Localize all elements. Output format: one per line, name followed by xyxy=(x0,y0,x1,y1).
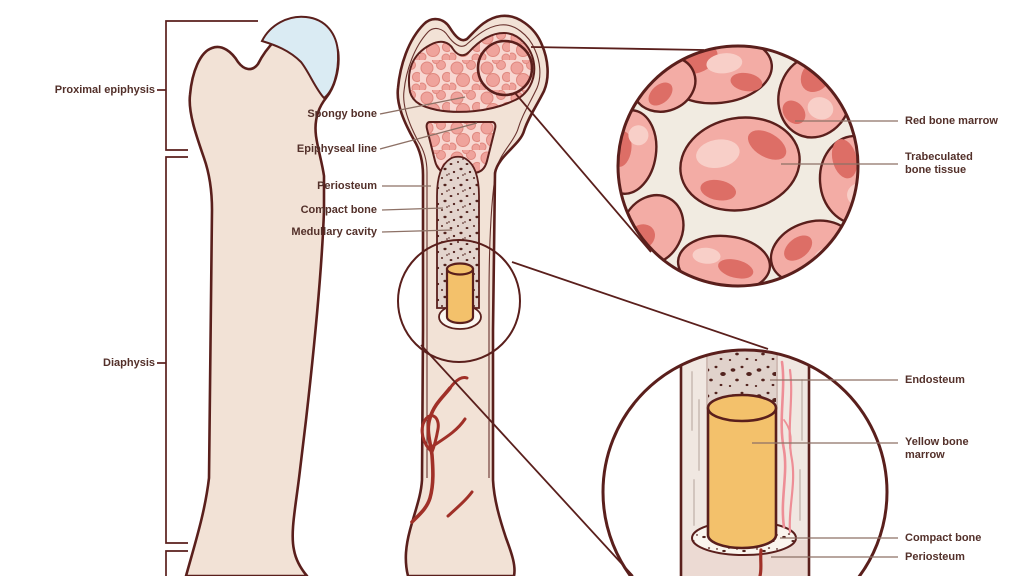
label-diaphysis: Diaphysis xyxy=(103,357,155,369)
epiphysis-zoom-circle xyxy=(476,39,534,97)
label-medullary-cavity: Medullary cavity xyxy=(291,226,377,238)
articular-cartilage-cap xyxy=(260,15,340,100)
label-proximal-epiphysis: Proximal epiphysis xyxy=(54,84,155,96)
yellow-marrow-cylinder xyxy=(706,406,778,550)
label-epiphyseal-line: Epiphyseal line xyxy=(296,143,377,155)
label-compact-bone-mid: Compact bone xyxy=(300,204,377,216)
shaft-zoom-circle xyxy=(397,239,521,363)
label-spongy-bone: Spongy bone xyxy=(307,108,377,120)
periosteum-inner-line xyxy=(403,24,541,478)
blood-vessels xyxy=(410,376,474,524)
yellow-marrow-cylinder-small xyxy=(445,267,475,325)
label-periosteum-mid: Periosteum xyxy=(317,180,377,192)
label-compact-bone-right: Compact bone xyxy=(905,532,982,544)
label-endosteum: Endosteum xyxy=(905,374,965,386)
zoom-connector-lines xyxy=(420,46,769,576)
label-trabeculated-bone-tissue: Trabeculated bone tissue xyxy=(905,151,973,176)
label-periosteum-right: Periosteum xyxy=(905,551,965,563)
label-yellow-bone-marrow: Yellow bone marrow xyxy=(905,436,969,461)
label-red-bone-marrow: Red bone marrow xyxy=(905,115,998,127)
femur-section xyxy=(396,14,549,576)
trabecular-zoom-view xyxy=(616,44,860,288)
femur-external xyxy=(184,15,340,576)
leader-lines xyxy=(379,96,898,558)
region-brackets xyxy=(157,20,258,576)
